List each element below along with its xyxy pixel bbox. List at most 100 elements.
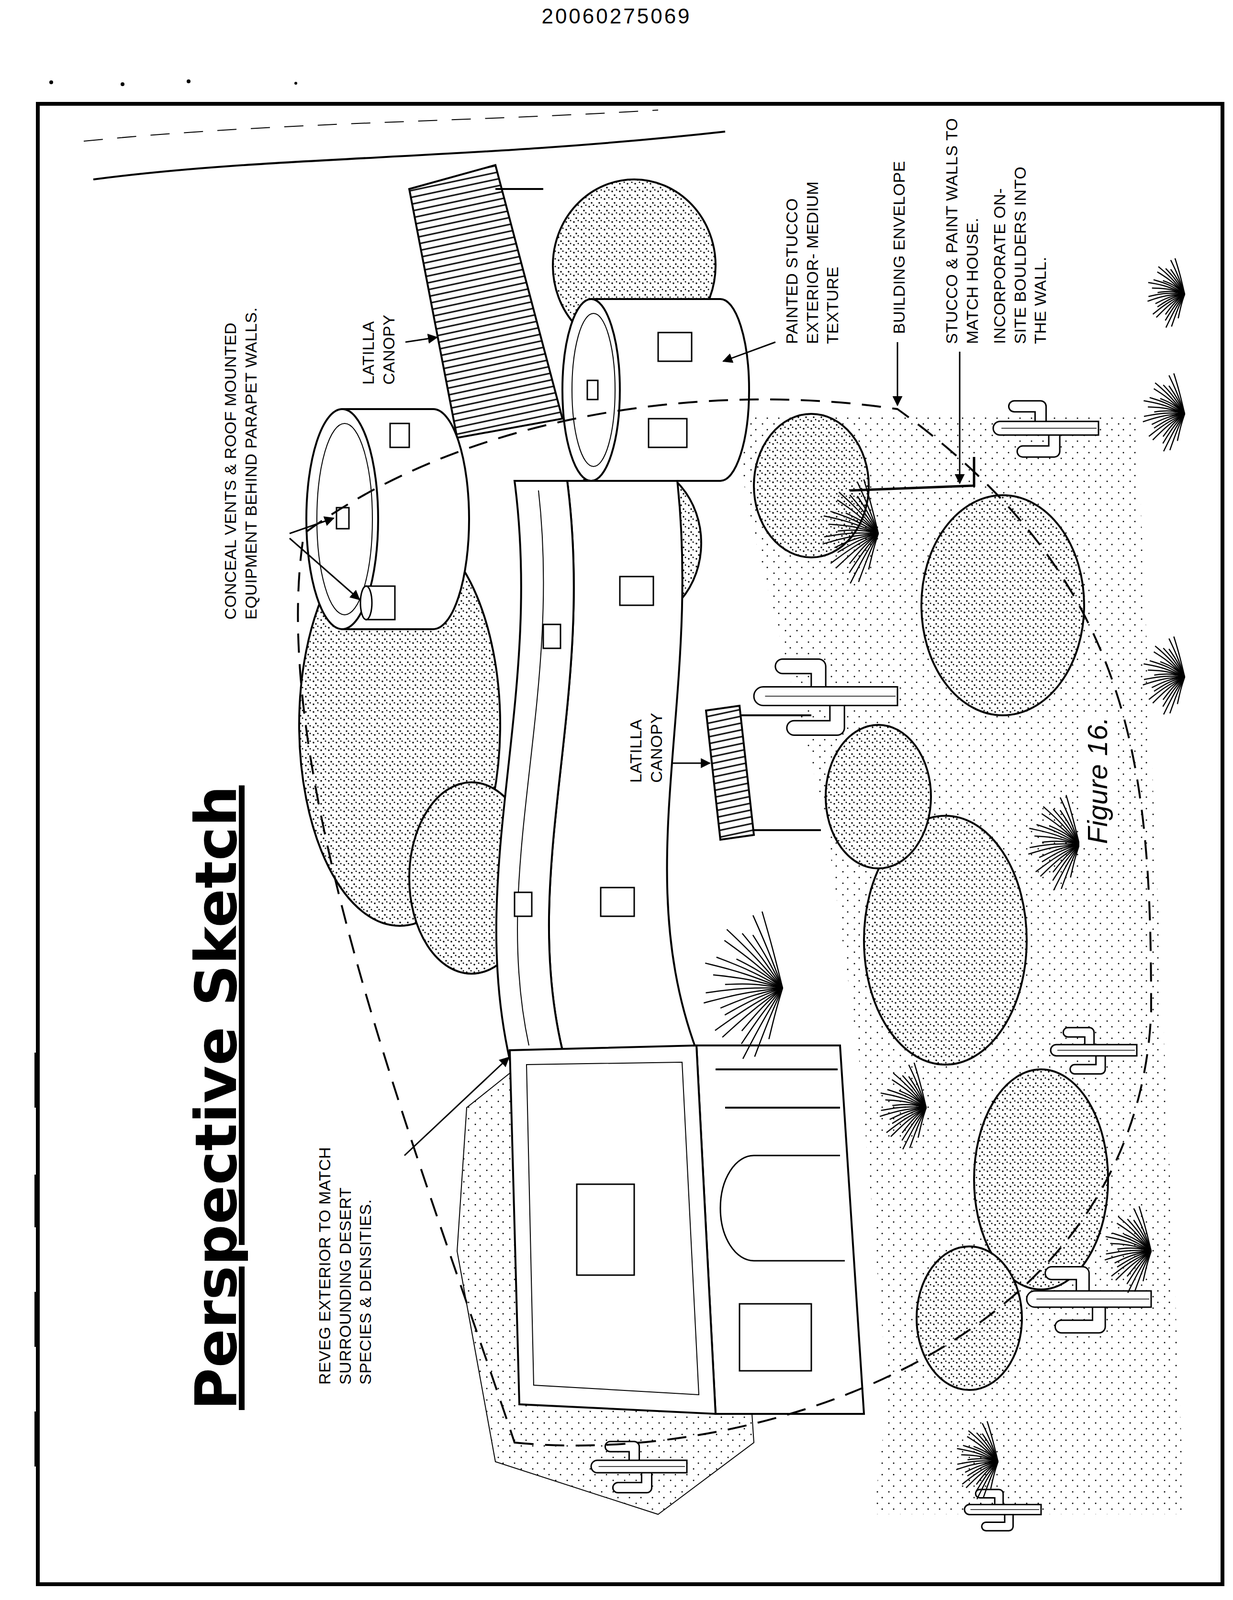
cactus-rib [598, 1466, 685, 1468]
cactus-rib [1057, 1050, 1135, 1052]
cactus-arm [979, 1494, 999, 1506]
canopy-post [753, 829, 821, 832]
shrub-stem [839, 492, 879, 534]
callout-note: BUILDING ENVELOPE [887, 157, 911, 337]
canopy-post [740, 714, 812, 717]
cactus-arm [1014, 406, 1041, 422]
porch-post [715, 1068, 838, 1071]
shrub-stem [968, 1431, 998, 1463]
cactus-arm [986, 1514, 1009, 1527]
road-centerline [83, 110, 659, 142]
shrub-stem [1106, 1251, 1152, 1255]
shrub-stem [830, 533, 879, 564]
text-holder: INCORPORATE ON-SITE BOULDERS INTO THE WA… [988, 150, 1052, 348]
shrub-stem [986, 1421, 998, 1463]
shrub-stem [1133, 1220, 1152, 1252]
roof-vent [514, 892, 532, 917]
text-holder: CONCEAL VENTS & ROOF MOUNTED EQUIPMENT B… [219, 287, 262, 623]
callout-note: CONCEAL VENTS & ROOF MOUNTED EQUIPMENT B… [219, 287, 262, 623]
window [390, 423, 410, 448]
latilla-canopy [409, 165, 563, 438]
shrub-stem [908, 1076, 927, 1109]
window [619, 576, 654, 606]
cactus-rib [970, 1509, 1040, 1511]
porch-post [725, 1107, 841, 1110]
cactus-trunk [993, 421, 1099, 436]
saguaro-cactus [993, 406, 1099, 452]
shrub-stem [705, 988, 783, 994]
cactus-arm [610, 1446, 635, 1461]
shrub-stem [1148, 293, 1185, 297]
parapet [562, 299, 620, 482]
callout-note: LATILLA CANOPY [357, 287, 400, 388]
shrub-stem [1173, 373, 1185, 415]
cactus-arm [1051, 1273, 1083, 1292]
shrub-stem [1173, 636, 1185, 678]
cactus-arm [979, 1494, 999, 1506]
shrub-stem [742, 933, 783, 989]
callout-note: STUCCO & PAINT WALLS TO MATCH HOUSE. [940, 112, 984, 348]
chimney-top [360, 586, 372, 620]
leader-line [289, 518, 334, 534]
desert-shrub [1143, 636, 1185, 715]
saguaro-cactus [964, 1494, 1042, 1528]
callout-note: REVEG EXTERIOR TO MATCH SURROUNDING DESE… [313, 1120, 377, 1389]
cactus-arm [617, 1473, 647, 1489]
roof-deck [571, 313, 616, 467]
cactus-trunk [591, 1460, 687, 1474]
cactus-arm [782, 666, 819, 688]
shrub-stem [1035, 844, 1080, 873]
cactus-arm [1022, 435, 1055, 452]
cactus-trunk [753, 687, 898, 707]
cactus-arm [782, 666, 819, 688]
shrub-stem [1029, 844, 1080, 849]
cactus-rib [1036, 1299, 1150, 1301]
cactus-arm [1051, 1273, 1083, 1292]
shrub-stem [857, 482, 879, 534]
scan-speck [49, 80, 54, 85]
cactus-arm [1067, 1032, 1090, 1046]
saguaro-cactus [1050, 1032, 1137, 1070]
desert-shrub [822, 479, 879, 584]
flat-roof [509, 1045, 716, 1415]
shrub-stem [752, 915, 783, 989]
cactus-arm [617, 1473, 647, 1489]
stucco-wall [696, 1045, 864, 1415]
figure-caption: Figure 16. [1079, 714, 1117, 848]
leader-line [896, 342, 899, 406]
saguaro-cactus [591, 1446, 687, 1489]
shrub-stem [1168, 649, 1185, 678]
cactus-arm [1014, 406, 1041, 422]
scan-speck [294, 81, 298, 85]
callout-note: PAINTED STUCCO EXTERIOR- MEDIUM TEXTURE [780, 136, 844, 348]
cactus-arm [1022, 435, 1055, 452]
shrub-stem [1143, 676, 1185, 680]
boulder [916, 1246, 1022, 1391]
text-holder: 20060275069 [520, 1, 713, 31]
callout-note: LATILLA CANOPY [624, 685, 668, 786]
shrub-stem [824, 533, 879, 538]
shrub-stem [822, 533, 879, 545]
desert-shrub [879, 1063, 927, 1150]
figure-frame: Perspective SketchFigure 16.CONCEAL VENT… [35, 101, 1225, 1587]
cactus-arm [1067, 1032, 1090, 1046]
road-edge [93, 131, 726, 180]
cactus-arm [986, 1514, 1009, 1527]
shrub-stem [1148, 677, 1185, 700]
shrub-stem [1154, 646, 1185, 678]
text-layer: Perspective SketchFigure 16.CONCEAL VENT… [35, 101, 1225, 1587]
saguaro-cactus [1026, 1273, 1152, 1328]
frame-border [37, 103, 1223, 1585]
shrub-stem [1154, 382, 1185, 415]
boulder [825, 725, 931, 869]
desert-ground [729, 414, 1185, 1515]
shrub-stem [857, 496, 879, 534]
scan-speck [186, 79, 191, 84]
desert-plants [591, 258, 1185, 1528]
desert-shrub [1028, 795, 1080, 891]
shrub-stem [752, 935, 783, 989]
shrub-stem [908, 1065, 927, 1109]
window [648, 418, 687, 448]
leader-line [723, 342, 776, 362]
saguaro-cactus [753, 666, 898, 729]
